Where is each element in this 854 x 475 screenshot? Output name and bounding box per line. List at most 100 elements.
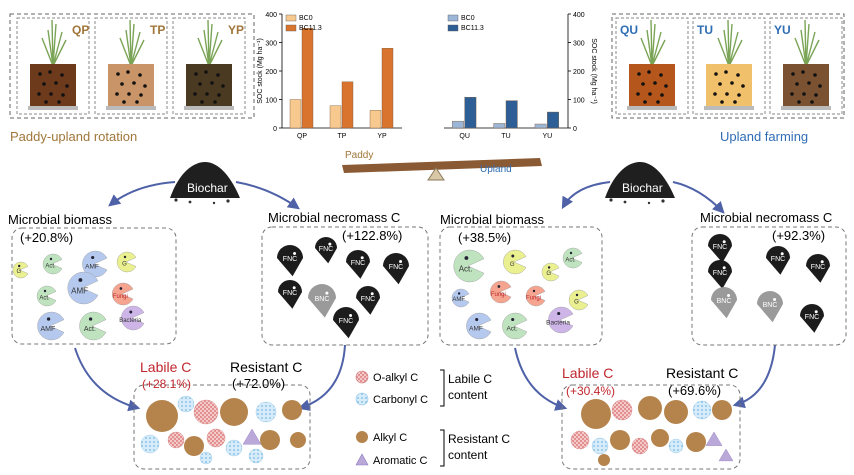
pot-label-yp: YP	[228, 23, 244, 37]
carbonyl-swatch	[355, 392, 369, 406]
microbe-label: AMF	[71, 287, 88, 296]
arrow-biomass-to-soc-left	[74, 347, 141, 412]
microbe-eye	[119, 287, 123, 290]
necromass-body	[800, 304, 824, 333]
soil-particle	[730, 81, 734, 85]
pot-soil	[783, 64, 829, 108]
soil-particle	[127, 92, 131, 96]
arrow-biomass-to-soc-right	[514, 347, 568, 411]
pot-qu: QU	[615, 17, 689, 115]
microbe-label: G	[122, 262, 127, 268]
soil-particle	[637, 72, 641, 76]
necromass-eye	[328, 242, 332, 246]
legend-carbonyl: Carbonyl C	[373, 394, 428, 406]
x-tick-label: TU	[501, 133, 510, 140]
microbe-g: G	[568, 289, 589, 311]
legend-resistant-content-2: content	[448, 448, 488, 462]
y-axis-label: SOC stock (Mg ha⁻¹)	[257, 38, 264, 104]
microbe-label: Act.	[45, 264, 56, 270]
microbe-body	[548, 306, 574, 334]
y-tick-label: 0	[573, 126, 577, 133]
necromass-body	[708, 234, 732, 263]
soil-particle	[660, 93, 664, 97]
microbe-label: G	[16, 269, 21, 275]
necromass-label: BNC	[717, 298, 732, 305]
arrow-necromass-to-soc-right	[732, 344, 776, 409]
legend-swatch	[285, 24, 297, 32]
microbe-amf: AMF	[82, 250, 108, 278]
soil-particle	[659, 73, 663, 77]
y-tick-label: 300	[265, 41, 277, 48]
y-tick-label: 400	[265, 12, 277, 19]
microbe-body	[453, 249, 485, 283]
soil-particle	[217, 93, 221, 97]
right-biomass-title: Microbial biomass	[440, 212, 545, 227]
arrow-necromass-to-soc-left	[297, 344, 346, 411]
soil-particle	[802, 92, 806, 96]
soil-particle	[49, 92, 53, 96]
soil-particle	[801, 70, 805, 74]
necromass-label: FNC	[283, 290, 297, 297]
necromass-eye	[780, 252, 784, 256]
pot-soil	[108, 64, 154, 108]
right-resistant-title: Resistant C	[666, 365, 738, 381]
necromass-body	[383, 253, 409, 285]
pot-tu: TU	[692, 17, 766, 115]
microbe-eye	[91, 255, 95, 260]
soil-particle	[42, 82, 46, 86]
necromass-body	[757, 291, 783, 323]
microbe-body	[42, 253, 63, 275]
alkyl-c-particle	[651, 429, 669, 447]
right-necromass-change: (+92.3%)	[772, 228, 825, 243]
pot-label-tu: TU	[697, 23, 713, 37]
soil-particle	[790, 92, 794, 96]
necromass-body	[356, 286, 380, 315]
microbe-body	[116, 251, 137, 273]
y-tick-label: 0	[273, 126, 277, 133]
necromass-fnc: FNC	[708, 260, 732, 289]
necromass-fnc: FNC	[356, 286, 380, 315]
alkyl-c-particle	[581, 399, 611, 429]
left-pots-frame	[9, 13, 255, 119]
left-necromass-box	[261, 226, 429, 346]
alkyl-c-particle	[220, 398, 248, 426]
microbe-body	[67, 271, 99, 305]
microbe-amf: AMF	[466, 312, 492, 340]
left-soc-box	[133, 384, 311, 470]
soc-particles-left	[140, 395, 306, 465]
pot-label-qu: QU	[620, 23, 638, 37]
soil-particle	[810, 100, 814, 104]
microbe-eye	[464, 256, 469, 260]
x-tick-label: YP	[377, 133, 387, 140]
biochar-right: Biochar	[605, 162, 675, 205]
pot-yp: YP	[172, 17, 246, 115]
microbe-label: Bacteria	[119, 318, 142, 324]
soil-particle	[194, 72, 198, 76]
soil-particle	[643, 100, 647, 104]
necromass-eye	[360, 256, 364, 260]
necromass-fnc: FNC	[708, 234, 732, 263]
necromass-bnc: BNC	[308, 284, 336, 318]
soil-particle	[122, 100, 126, 104]
necromass-eye	[722, 266, 726, 270]
necromass-label: BNC	[763, 302, 778, 309]
alkyl-c-particle	[638, 396, 662, 420]
right-necromass-box	[691, 226, 847, 346]
alkyl-c-particle	[146, 400, 178, 432]
soil-particle	[132, 81, 136, 85]
necromass-eye	[293, 251, 297, 255]
soil-particle	[198, 82, 202, 86]
microbe-label: AMF	[452, 297, 465, 303]
left-resistant-title: Resistant C	[230, 359, 302, 375]
necromass-eye	[814, 310, 818, 314]
necromass-fnc: FNC	[278, 280, 302, 309]
pot-label-yu: YU	[774, 23, 791, 37]
microbe-eye	[575, 293, 579, 297]
microbe-eye	[18, 264, 21, 268]
o-alkyl-c-particle	[611, 399, 633, 421]
soil-particle	[807, 81, 811, 85]
